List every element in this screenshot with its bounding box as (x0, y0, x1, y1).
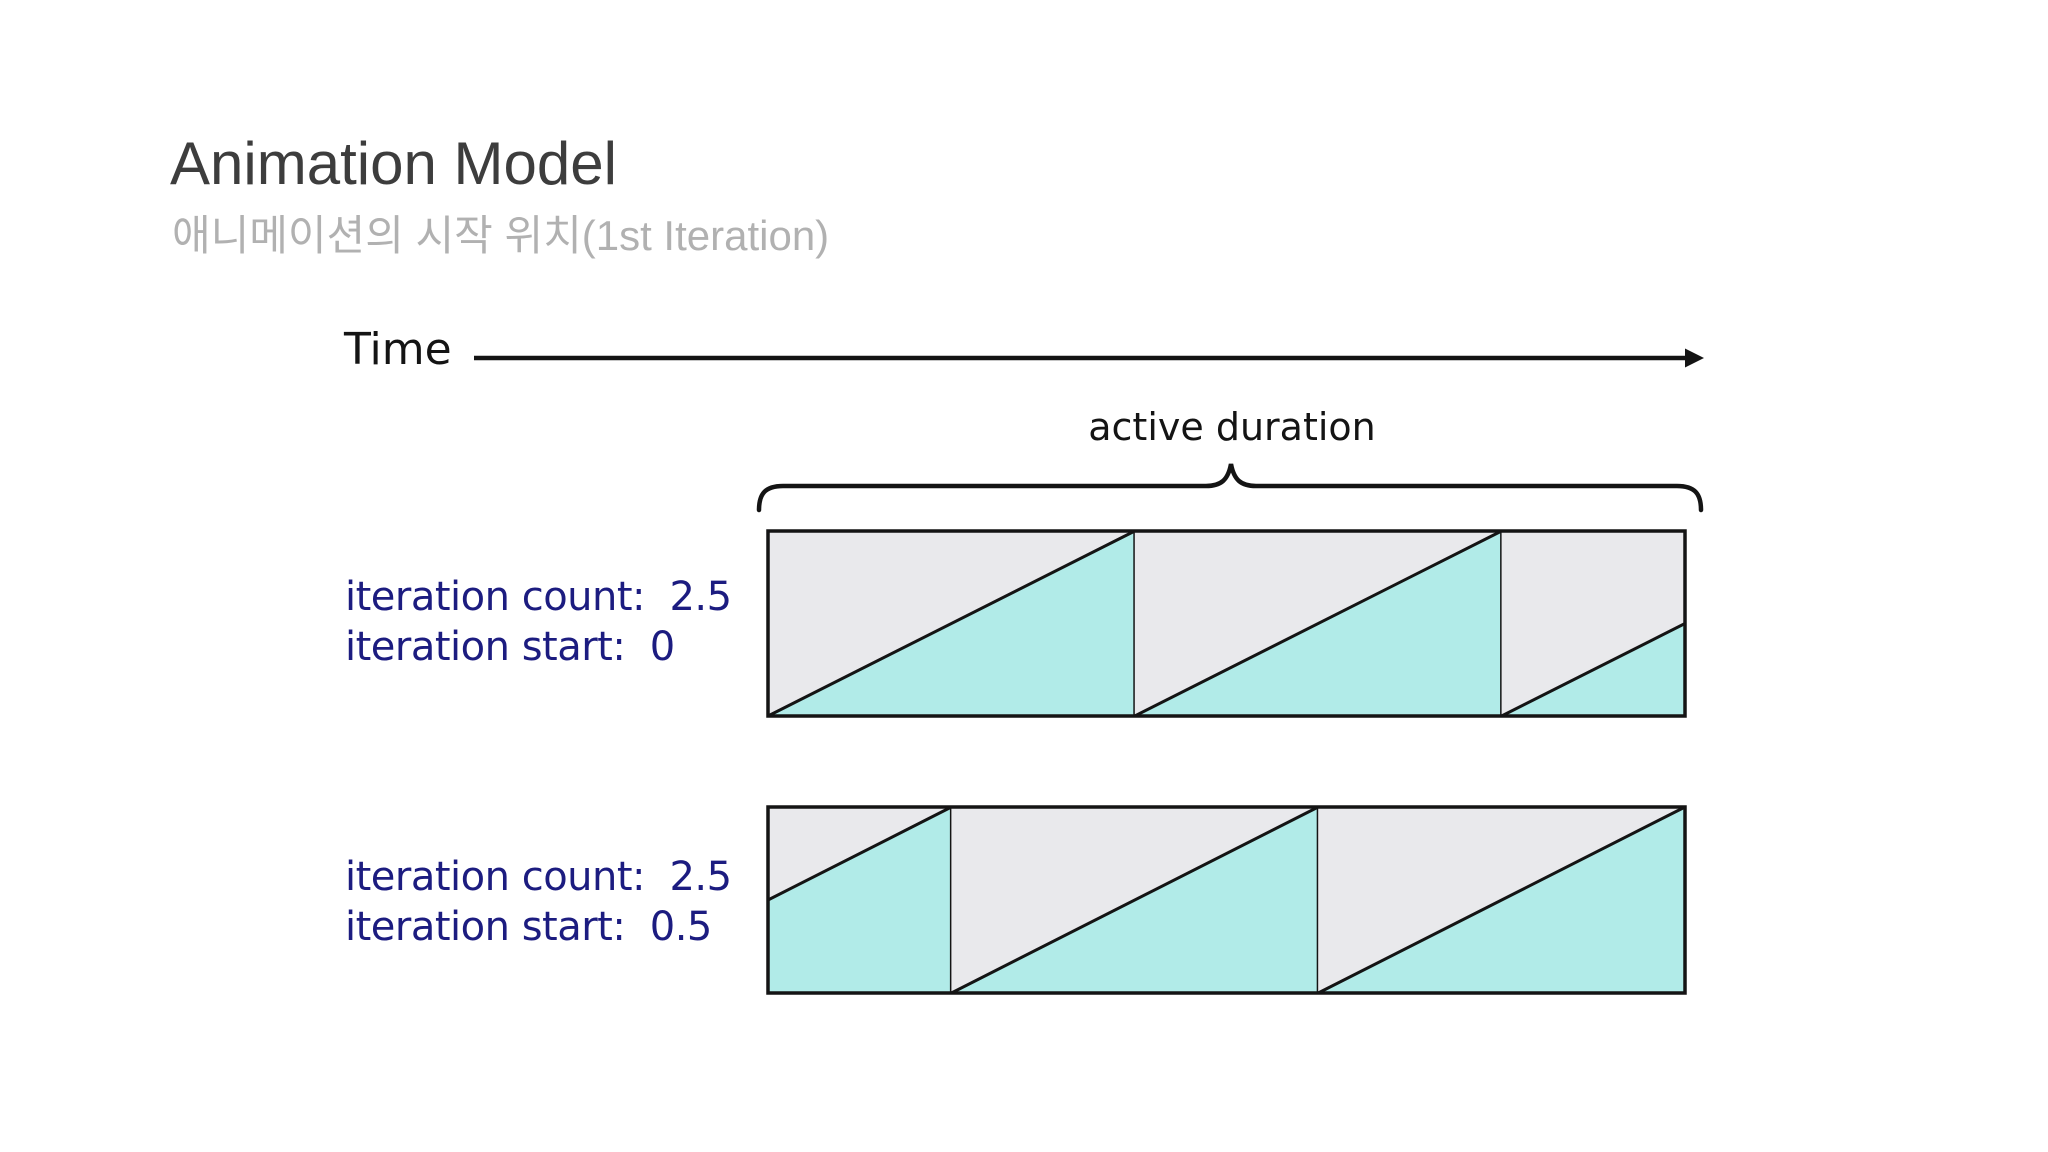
iteration-params-row-2: iteration count: 2.5 iteration start: 0.… (345, 852, 732, 952)
page-subtitle: 애니메이션의 시작 위치(1st Iteration) (172, 212, 830, 259)
iteration-progress-diagonal (1500, 622, 1686, 718)
active-duration-label: active duration (1088, 405, 1376, 449)
inactive-progress-region (1501, 531, 1685, 716)
iteration-box-row (766, 529, 1687, 718)
active-duration-brace (756, 463, 1704, 513)
iteration-start-label: iteration start: 0 (345, 624, 675, 670)
iteration-rows (766, 529, 1687, 995)
iteration-progress-diagonal (767, 529, 1136, 718)
iteration-progress-diagonal (1317, 805, 1686, 995)
iteration-box-row (766, 805, 1687, 995)
iteration-box-border (766, 529, 1687, 718)
iteration-count-label: iteration count: 2.5 (345, 574, 732, 620)
page-title: Animation Model (170, 130, 617, 197)
iteration-progress-diagonal (767, 805, 953, 902)
iteration-start-label: iteration start: 0.5 (345, 904, 712, 950)
iteration-params-row-1: iteration count: 2.5 iteration start: 0 (345, 572, 732, 672)
iteration-box-border (766, 805, 1687, 995)
iteration-count-label: iteration count: 2.5 (345, 854, 732, 900)
time-arrowhead-icon (1685, 348, 1704, 368)
time-axis-label: Time (344, 324, 452, 375)
iteration-progress-diagonal (1134, 529, 1503, 718)
time-arrow (474, 348, 1704, 368)
active-progress-region (768, 807, 952, 993)
iteration-progress-diagonal (950, 805, 1319, 995)
